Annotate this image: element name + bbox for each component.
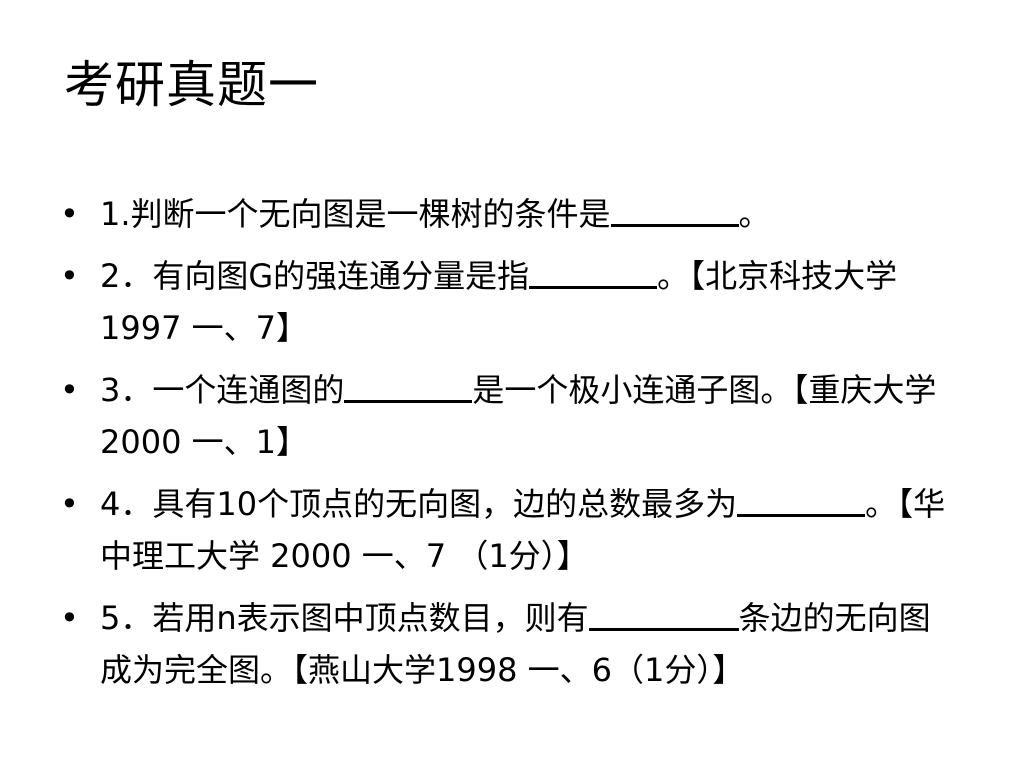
question-text-tail: 。【北京科技大学 1997 一、7】 bbox=[100, 257, 898, 347]
question-item-5: • 5．若用n表示图中顶点数目，则有条边的无向图成为完全图。【燕山大学1998 一… bbox=[60, 592, 960, 696]
question-list: • 1.判断一个无向图是一棵树的条件是 。 • 2．有向图G的强连通分量是指。【北京科… bbox=[60, 188, 960, 706]
question-text: 1.判断一个无向图是一棵树的条件是 bbox=[100, 195, 611, 233]
question-text-tail: 。 bbox=[738, 195, 771, 233]
answer-blank bbox=[344, 370, 473, 403]
bullet-icon: • bbox=[60, 195, 79, 233]
answer-blank bbox=[737, 484, 866, 517]
question-text: 4．具有10个顶点的无向图，边的总数最多为 bbox=[100, 485, 738, 523]
bullet-icon: • bbox=[60, 371, 79, 409]
question-item-3: • 3．一个连通图的是一个极小连通子图。【重庆大学 2000 一、1】 bbox=[60, 364, 960, 468]
answer-blank bbox=[610, 194, 739, 227]
question-text: 3．一个连通图的 bbox=[100, 371, 345, 409]
question-text: 2．有向图G的强连通分量是指 bbox=[100, 257, 530, 295]
slide-title: 考研真题一 bbox=[64, 56, 319, 114]
answer-blank bbox=[588, 598, 739, 631]
question-item-2: • 2．有向图G的强连通分量是指。【北京科技大学 1997 一、7】 bbox=[60, 250, 960, 354]
question-text: 5．若用n表示图中顶点数目，则有 bbox=[100, 599, 589, 637]
question-text-tail: 。【华中理工大学 2000 一、7 （1分）】 bbox=[100, 485, 946, 575]
question-text-tail: 是一个极小连通子图。【重庆大学 2000 一、1】 bbox=[100, 371, 937, 461]
question-text-tail: 条边的无向图成为完全图。【燕山大学1998 一、6（1分）】 bbox=[100, 599, 931, 689]
bullet-icon: • bbox=[60, 257, 79, 295]
bullet-icon: • bbox=[60, 599, 79, 637]
question-item-1: • 1.判断一个无向图是一棵树的条件是 。 bbox=[60, 188, 960, 240]
bullet-icon: • bbox=[60, 485, 79, 523]
answer-blank bbox=[529, 256, 658, 289]
question-item-4: • 4．具有10个顶点的无向图，边的总数最多为。【华中理工大学 2000 一、7 … bbox=[60, 478, 960, 582]
